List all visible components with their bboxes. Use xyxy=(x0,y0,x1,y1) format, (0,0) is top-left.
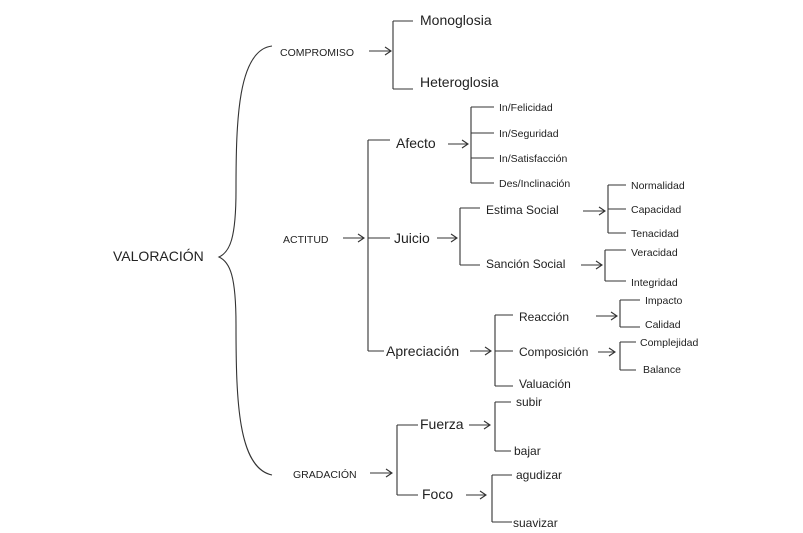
apreciacion-bracket xyxy=(494,314,513,387)
des-inclinacion-label: Des/Inclinación xyxy=(499,178,570,190)
actitud-label: ACTITUD xyxy=(283,234,329,246)
sancion-social-arrow xyxy=(581,260,603,270)
composicion-bracket xyxy=(619,341,636,371)
apreciacion-arrow xyxy=(470,346,492,356)
heteroglosia-label: Heteroglosia xyxy=(420,74,499,90)
foco-label: Foco xyxy=(422,486,453,502)
compromiso-label: COMPROMISO xyxy=(280,47,354,59)
reaccion-arrow xyxy=(596,311,618,321)
afecto-bracket xyxy=(470,106,494,184)
fuerza-label: Fuerza xyxy=(420,416,464,432)
foco-bracket xyxy=(491,474,512,523)
balance-label: Balance xyxy=(643,364,681,376)
suavizar-label: suavizar xyxy=(513,516,558,530)
compromiso-bracket xyxy=(392,20,413,90)
in-felicidad-label: In/Felicidad xyxy=(499,102,553,114)
gradacion-bracket xyxy=(396,424,418,496)
integridad-label: Integridad xyxy=(631,277,678,289)
sancion-social-bracket xyxy=(604,249,626,282)
fuerza-bracket xyxy=(494,401,511,452)
in-satisfaccion-label: In/Satisfacción xyxy=(499,153,567,165)
complejidad-label: Complejidad xyxy=(640,337,699,349)
gradacion-label: GRADACIÓN xyxy=(293,468,357,481)
normalidad-label: Normalidad xyxy=(631,180,685,192)
composicion-arrow xyxy=(598,347,616,357)
gradacion-arrow xyxy=(370,468,393,478)
impacto-label: Impacto xyxy=(645,295,683,307)
root-label: VALORACIÓN xyxy=(113,248,204,264)
bajar-label: bajar xyxy=(514,444,541,458)
calidad-label: Calidad xyxy=(645,319,681,331)
composicion-label: Composición xyxy=(519,345,588,359)
veracidad-label: Veracidad xyxy=(631,247,678,259)
tenacidad-label: Tenacidad xyxy=(631,228,679,240)
foco-arrow xyxy=(466,490,487,500)
estima-social-label: Estima Social xyxy=(486,203,559,217)
reaccion-label: Reacción xyxy=(519,310,569,324)
capacidad-label: Capacidad xyxy=(631,204,681,216)
valuacion-label: Valuación xyxy=(519,377,571,391)
juicio-bracket xyxy=(459,207,480,266)
in-seguridad-label: In/Seguridad xyxy=(499,128,559,140)
compromiso-arrow xyxy=(369,46,392,56)
actitud-arrow xyxy=(343,233,365,243)
fuerza-arrow xyxy=(469,420,491,430)
juicio-arrow xyxy=(437,233,458,243)
estima-social-bracket xyxy=(607,184,626,234)
afecto-arrow xyxy=(448,139,469,149)
monoglosia-label: Monoglosia xyxy=(420,12,492,28)
agudizar-label: agudizar xyxy=(516,468,562,482)
root-brace xyxy=(217,45,273,476)
subir-label: subir xyxy=(516,395,542,409)
sancion-social-label: Sanción Social xyxy=(486,257,565,271)
afecto-label: Afecto xyxy=(396,135,436,151)
juicio-label: Juicio xyxy=(394,230,430,246)
reaccion-bracket xyxy=(619,299,640,328)
actitud-bracket xyxy=(367,139,390,352)
apreciacion-label: Apreciación xyxy=(386,343,459,359)
estima-social-arrow xyxy=(583,206,606,216)
